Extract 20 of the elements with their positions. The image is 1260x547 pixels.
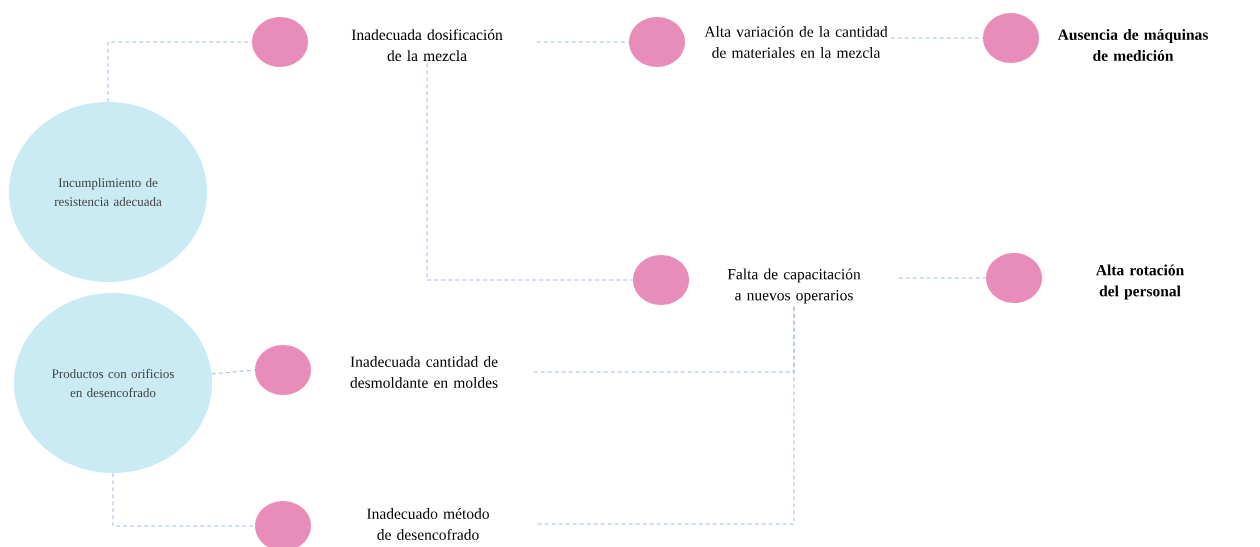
circle-marker: [986, 253, 1042, 303]
connector-line: [536, 41, 630, 43]
cause-text: Inadecuado método de desencofrado: [367, 508, 489, 540]
cause-text: Inadecuada cantidad de desmoldante en moldes: [350, 356, 498, 388]
connector-line: [533, 305, 795, 373]
circle-marker: [983, 13, 1039, 63]
connector-line: [890, 37, 984, 39]
cause-text: Alta rotación del personal: [1095, 264, 1184, 300]
cause-text: Falta de capacitación a nuevos operarios: [727, 268, 861, 304]
connector-line: [426, 62, 634, 281]
connector-line: [898, 277, 987, 279]
cause-text: Inadecuada dosificación de la mezcla: [351, 28, 503, 62]
circle-marker: [633, 255, 689, 305]
circle-marker: [252, 17, 308, 67]
cause-text: Alta variación de la cantidad de materiales en la mezcla: [704, 26, 888, 58]
connector-line: [107, 41, 253, 103]
circle-marker: [255, 345, 311, 395]
cause-text: Ausencia de máquinas de medición: [1057, 29, 1208, 61]
circle-marker: [629, 17, 685, 67]
connector-line: [211, 369, 256, 375]
